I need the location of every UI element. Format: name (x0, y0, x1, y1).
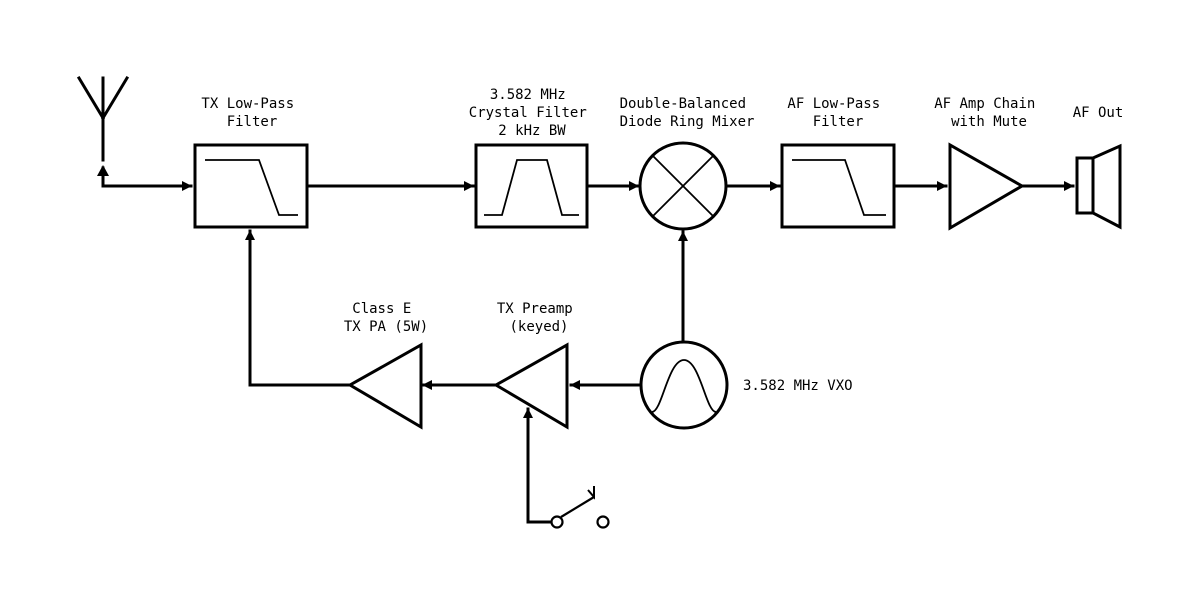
tx-power-amplifier (347, 342, 423, 430)
bandpass-filter-icon (484, 159, 579, 216)
wire-pa-to-tx-lpf (245, 229, 350, 387)
connections (101, 166, 1075, 524)
af-lowpass-filter (780, 143, 896, 229)
amplifier-icon (948, 142, 1026, 231)
mixer-icon (638, 141, 728, 231)
crystal-filter-label: 3.582 MHz Crystal Filter 2 kHz BW (469, 87, 595, 139)
wire-antenna-to-tx-lpf (101, 166, 193, 191)
af-amplifier (948, 142, 1026, 231)
crystal-filter (474, 143, 589, 229)
af-amp-label: AF Amp Chain with Mute (934, 96, 1044, 130)
vxo-label: 3.582 MHz VXO (743, 378, 853, 394)
preamp-label: TX Preamp (keyed) (497, 301, 581, 335)
tx-preamp (493, 342, 569, 430)
amplifier-icon (347, 342, 423, 430)
wire-key-to-preamp (523, 407, 552, 524)
lowpass-filter-icon (205, 159, 298, 216)
pa-label: Class E TX PA (5W) (344, 301, 428, 335)
mixer-label: Double-Balanced Diode Ring Mixer (620, 96, 755, 130)
af-lpf-label: AF Low-Pass Filter (787, 96, 888, 130)
antenna-icon (76, 75, 130, 176)
tx-lpf-label: TX Low-Pass Filter (201, 96, 302, 130)
lowpass-filter-icon (792, 159, 886, 216)
speaker-icon (1075, 143, 1122, 230)
af-out-label: AF Out (1073, 105, 1124, 121)
key-switch-icon (550, 486, 610, 529)
oscillator-icon (639, 340, 729, 430)
tx-lowpass-filter (193, 143, 309, 229)
amplifier-icon (493, 342, 569, 430)
